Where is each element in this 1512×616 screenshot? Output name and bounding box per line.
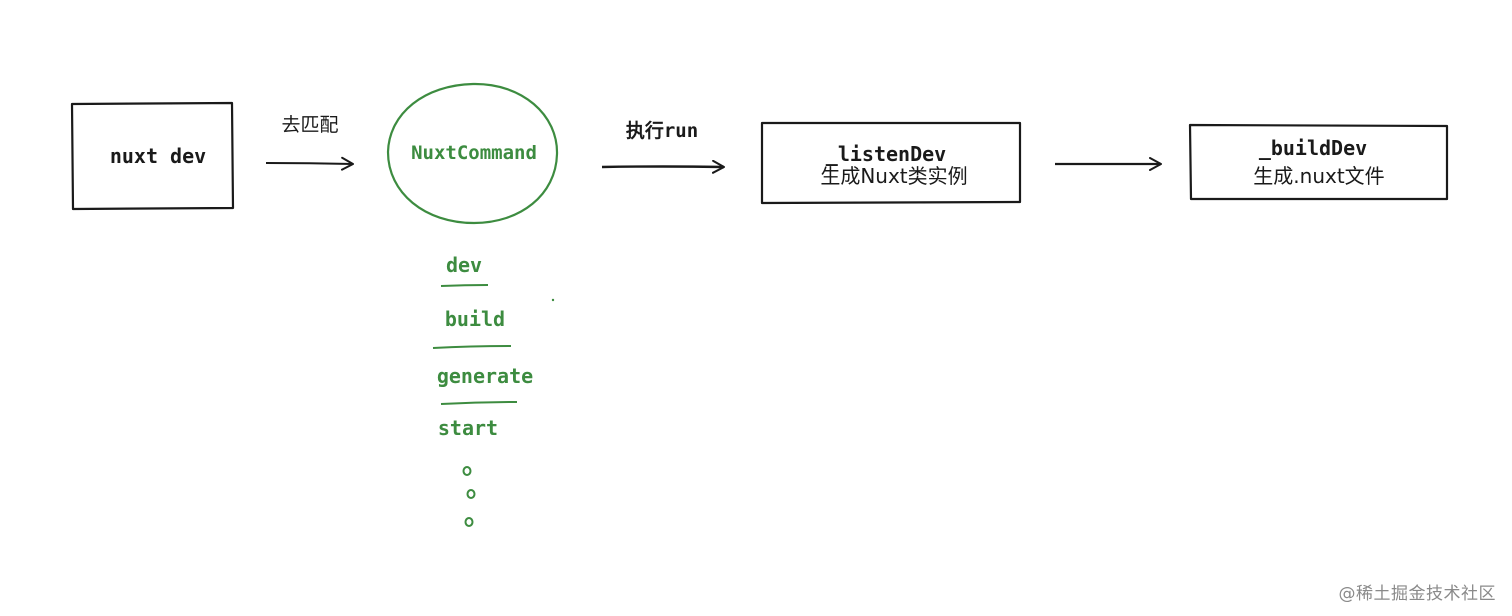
command-underline	[432, 345, 512, 349]
build-dev-node: _buildDev 生成.nuxt文件	[1188, 123, 1449, 201]
run-edge: 执行run	[601, 119, 725, 174]
stray-dot	[551, 298, 555, 302]
command-item-generate: generate	[437, 364, 533, 388]
watermark: @稀土掘金技术社区	[1338, 584, 1496, 604]
nuxt-dev-label: nuxt dev	[110, 144, 206, 168]
match-edge-label: 去匹配	[281, 114, 338, 136]
command-item-start: start	[438, 416, 498, 440]
command-item-build: build	[445, 307, 505, 331]
listen-dev-subtitle: 生成Nuxt类实例	[820, 164, 967, 188]
listen-dev-title: _listenDev	[826, 142, 946, 166]
nuxt-command-label: NuxtCommand	[411, 142, 537, 164]
command-underline	[440, 284, 489, 287]
match-edge: 去匹配	[265, 114, 354, 171]
nuxt-command-node: NuxtCommand	[386, 82, 559, 225]
command-item-dev: dev	[446, 253, 482, 277]
build-dev-subtitle: 生成.nuxt文件	[1253, 164, 1384, 188]
command-underline	[440, 401, 518, 405]
nuxt-dev-node: nuxt dev	[70, 101, 235, 211]
build-dev-title: _buildDev	[1259, 136, 1367, 160]
command-list: dev build generate start	[432, 253, 555, 527]
run-edge-label: 执行run	[626, 119, 698, 142]
ellipsis-dots	[462, 466, 476, 527]
listen-dev-node: _listenDev 生成Nuxt类实例	[760, 121, 1022, 205]
